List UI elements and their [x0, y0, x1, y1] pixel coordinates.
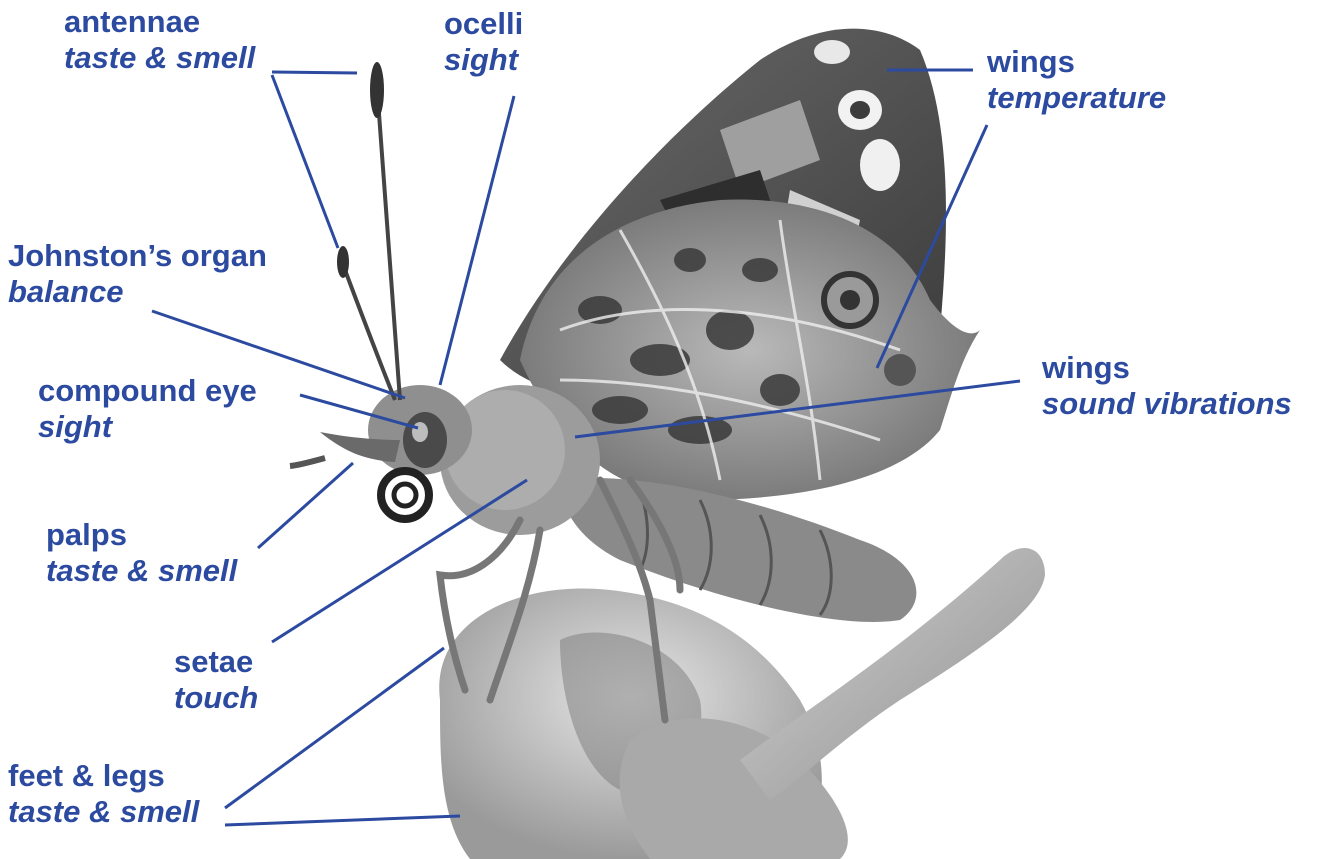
- leader-antennae-2: [272, 75, 338, 248]
- setae-name: setae: [174, 644, 258, 680]
- label-feet-legs: feet & legs taste & smell: [8, 758, 199, 830]
- johnston-name: Johnston’s organ: [8, 238, 267, 274]
- leader-palps: [258, 463, 353, 548]
- leader-feet-2: [225, 816, 460, 825]
- label-palps: palps taste & smell: [46, 517, 237, 589]
- compound-eye-shape: [403, 412, 447, 468]
- label-johnstons-organ: Johnston’s organ balance: [8, 238, 267, 310]
- leader-antennae-1: [272, 72, 357, 73]
- palps-name: palps: [46, 517, 237, 553]
- wings-sound-sense: sound vibrations: [1042, 386, 1292, 422]
- proboscis: [381, 471, 429, 519]
- compound-eye-name: compound eye: [38, 373, 257, 409]
- antennae-sense: taste & smell: [64, 40, 255, 76]
- wings-sound-name: wings: [1042, 350, 1292, 386]
- johnston-sense: balance: [8, 274, 267, 310]
- wings-temperature-name: wings: [987, 44, 1166, 80]
- palps-sense: taste & smell: [46, 553, 237, 589]
- label-antennae: antennae taste & smell: [64, 4, 255, 76]
- feet-legs-sense: taste & smell: [8, 794, 199, 830]
- feet-legs-name: feet & legs: [8, 758, 199, 794]
- antennae-name: antennae: [64, 4, 255, 40]
- antenna-1: [378, 100, 400, 400]
- wings-temperature-sense: temperature: [987, 80, 1166, 116]
- compound-eye-sense: sight: [38, 409, 257, 445]
- label-wings-sound: wings sound vibrations: [1042, 350, 1292, 422]
- ocelli-sense: sight: [444, 42, 523, 78]
- label-ocelli: ocelli sight: [444, 6, 523, 78]
- label-compound-eye: compound eye sight: [38, 373, 257, 445]
- setae-sense: touch: [174, 680, 258, 716]
- leader-ocelli: [440, 96, 514, 385]
- label-setae: setae touch: [174, 644, 258, 716]
- ocelli-name: ocelli: [444, 6, 523, 42]
- label-wings-temperature: wings temperature: [987, 44, 1166, 116]
